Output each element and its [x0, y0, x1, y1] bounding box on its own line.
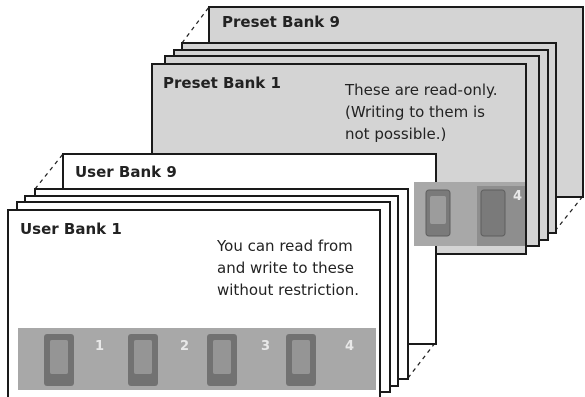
pedal-1-number: 1 [95, 339, 105, 354]
preset-note-line-2: (Writing to them is [345, 103, 485, 121]
perspective-line [181, 6, 210, 44]
pedal-3 [207, 334, 237, 386]
pedal-1 [44, 334, 74, 386]
preset-pedal-strip [414, 182, 525, 246]
pedal-2-number: 2 [180, 339, 190, 354]
footswitch-pad [50, 340, 68, 374]
preset-pedal-4-number: 4 [513, 189, 523, 204]
user-pedal-strip [18, 328, 376, 390]
footswitch-pad [134, 340, 152, 374]
preset-note-line-3: not possible.) [345, 125, 447, 143]
user-bank-1-label: User Bank 1 [20, 220, 122, 238]
preset-note-line-1: These are read-only. [345, 81, 498, 99]
footswitch-pad [292, 340, 310, 374]
footswitch-pad [430, 196, 446, 224]
pedal-4-number: 4 [345, 339, 355, 354]
pedal-strip-bg [18, 328, 376, 390]
user-note-line-3: without restriction. [217, 281, 360, 299]
perspective-line [34, 153, 64, 190]
footswitch-pad [213, 340, 231, 374]
pedal-2 [128, 334, 158, 386]
pedal-3-number: 3 [261, 339, 271, 354]
footswitch-pad [480, 189, 506, 237]
user-note-line-1: You can read from [217, 237, 353, 255]
preset-bank-1-label: Preset Bank 1 [163, 74, 281, 92]
user-bank-9-label: User Bank 9 [75, 163, 177, 181]
perspective-line [554, 195, 584, 232]
pedal-4 [286, 334, 316, 386]
user-note-line-2: and write to these [217, 259, 354, 277]
preset-bank-9-label: Preset Bank 9 [222, 13, 340, 31]
perspective-line [407, 342, 436, 379]
